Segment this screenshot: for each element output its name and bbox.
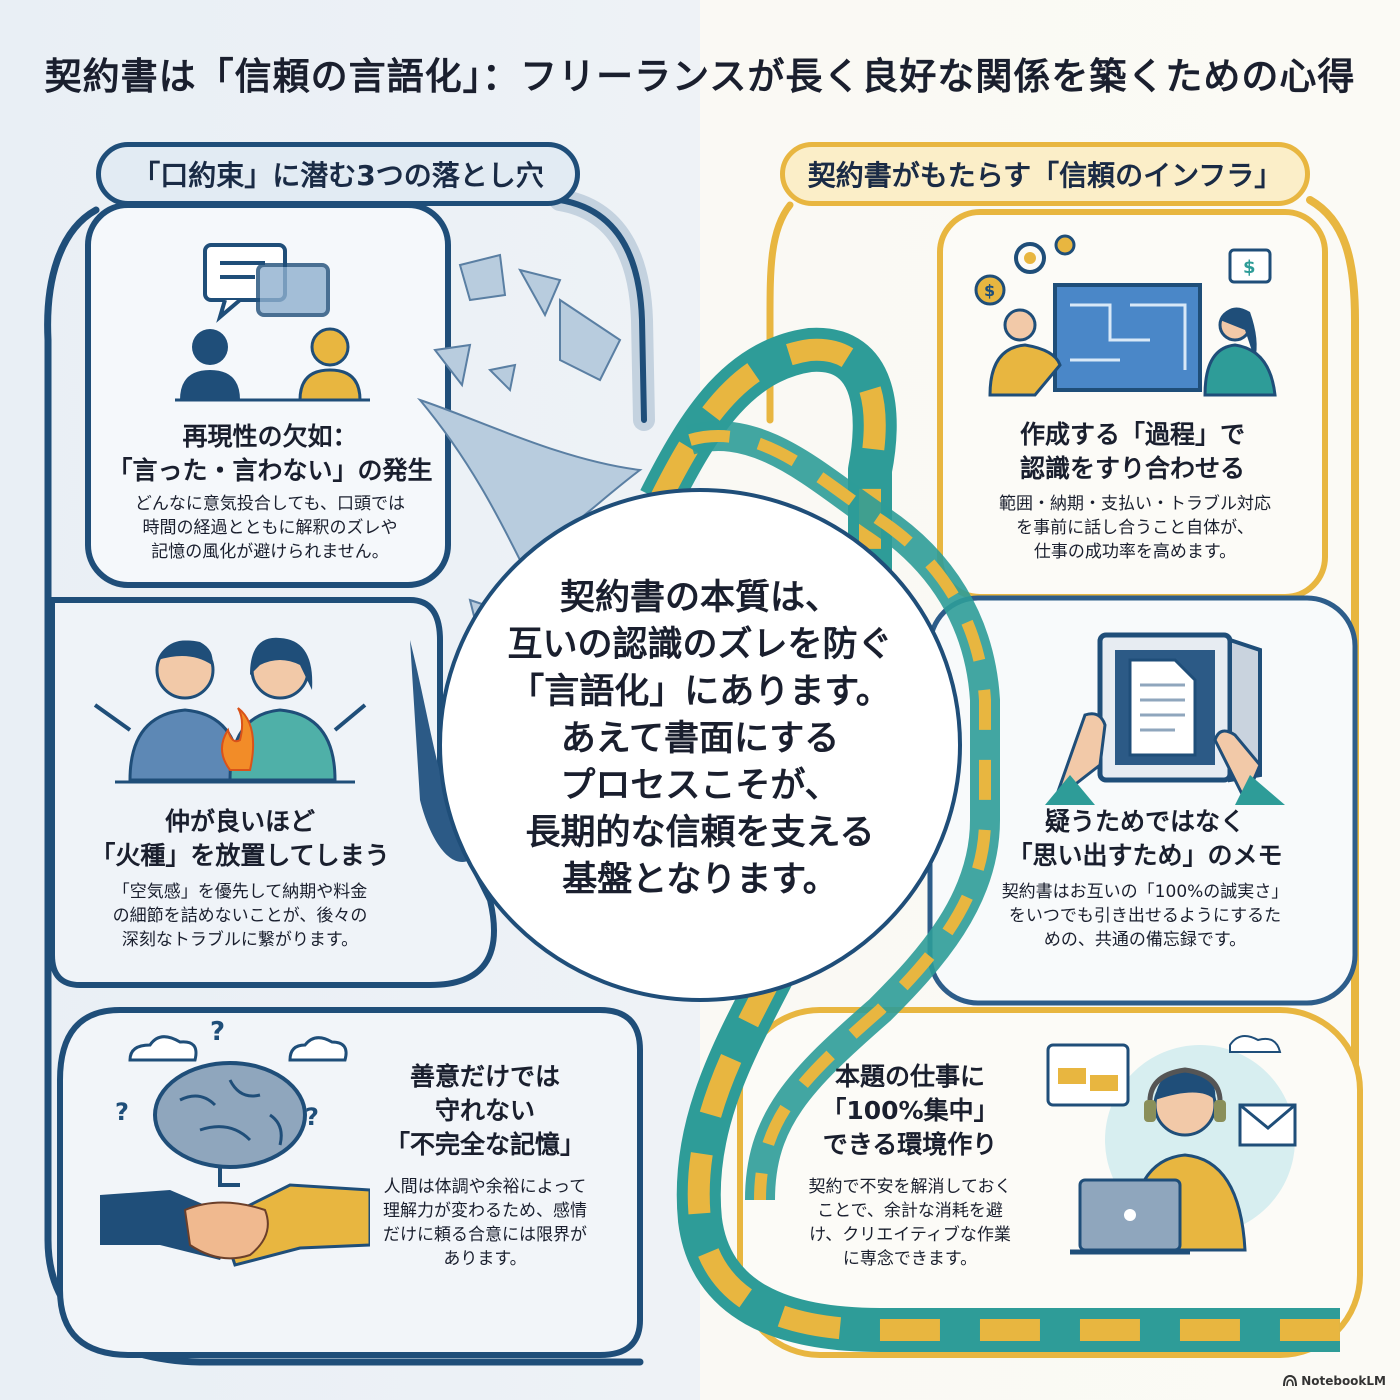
right-item-1-body: 範囲・納期・支払い・トラブル対応 を事前に話し合うこと自体が、 仕事の成功率を高… (955, 492, 1315, 564)
center-line-5: プロセスこそが、 (560, 766, 840, 806)
right-item-1-body-line-2: を事前に話し合うこと自体が、 (1016, 518, 1254, 538)
left-item-2-body-line-1: 「空気感」を優先して納期や料金 (112, 882, 368, 902)
right-item-1-body-line-3: 仕事の成功率を高めます。 (1033, 542, 1237, 562)
notebooklm-logo-icon (1283, 1375, 1298, 1387)
right-item-2-title: 疑うためではなく 「思い出すため」のメモ (960, 805, 1330, 873)
right-item-3-body-line-4: に専念できます。 (842, 1249, 978, 1269)
speech-bubble-cracking-icon (175, 243, 370, 402)
brand-watermark: NotebookLM (1283, 1374, 1386, 1388)
left-item-1-body: どんなに意気投合しても、口頭では 時間の経過とともに解釈のズレや 記憶の風化が避… (100, 492, 440, 564)
right-item-2-body-line-2: をいつでも引き出せるようにするた (1008, 906, 1282, 926)
center-message: 契約書の本質は、 互いの認識のズレを防ぐ 「言語化」にあります。 あえて書面にす… (460, 575, 940, 904)
svg-text:?: ? (305, 1103, 319, 1131)
left-item-2-title-line-1: 仲が良いほど (164, 807, 315, 836)
right-item-1-body-line-1: 範囲・納期・支払い・トラブル対応 (999, 494, 1271, 514)
center-line-1: 契約書の本質は、 (559, 578, 840, 618)
left-item-2-body: 「空気感」を優先して納期や料金 の細節を詰めないことが、後々の 深刻なトラブルに… (70, 880, 410, 952)
left-item-1-body-line-1: どんなに意気投合しても、口頭では (134, 494, 406, 514)
center-circle (438, 488, 962, 1002)
left-item-2-body-line-2: の細節を詰めないことが、後々の (112, 906, 368, 926)
left-item-3-title-line-1: 善意だけでは (409, 1062, 560, 1091)
left-item-3-body: 人間は体調や余裕によって 理解力が変わるため、感情 だけに頼る合意には限界が あ… (350, 1175, 620, 1271)
left-item-1-title-line-2: 「言った・言わない」の発生 (107, 456, 433, 485)
right-item-1-title-line-1: 作成する「過程」で (1019, 420, 1245, 449)
right-item-3-body: 契約で不安を解消しておく ことで、余計な消耗を避 け、クリエイティブな作業 に専… (780, 1175, 1040, 1271)
left-section-header: 「口約束」に潜む3つの落とし穴 (96, 142, 580, 206)
left-item-3-title-line-2: 守れない (434, 1096, 535, 1125)
left-item-1-body-line-2: 時間の経過とともに解釈のズレや (142, 518, 398, 538)
right-item-3-body-line-2: ことで、余計な消耗を避 (817, 1201, 1003, 1221)
right-item-3-body-line-3: け、クリエイティブな作業 (809, 1225, 1011, 1245)
left-item-3-body-line-3: だけに頼る合意には限界が (383, 1225, 587, 1245)
left-panel-2 (49, 597, 497, 988)
left-item-3-body-line-4: あります。 (443, 1249, 527, 1269)
couple-with-fire-icon (93, 637, 367, 784)
right-item-2-body: 契約書はお互いの「100%の誠実さ」 をいつでも引き出せるようにするた めの、共… (960, 880, 1330, 952)
left-item-3-title-line-3: 「不完全な記憶」 (384, 1130, 585, 1159)
left-item-1-title-line-1: 再現性の欠如： (182, 422, 358, 451)
right-item-3-title-line-2: 「100%集中」 (821, 1096, 999, 1125)
right-item-1-title-line-2: 認識をすり合わせる (1019, 454, 1245, 483)
center-line-6: 長期的な信頼を支える (525, 813, 875, 853)
right-item-2-body-line-1: 契約書はお互いの「100%の誠実さ」 (1001, 882, 1289, 902)
right-item-1-title: 作成する「過程」で 認識をすり合わせる (960, 418, 1305, 486)
center-line-4: あえて書面にする (560, 719, 840, 759)
svg-text:?: ? (210, 1020, 225, 1047)
left-item-2-body-line-3: 深刻なトラブルに繋がります。 (121, 930, 359, 950)
brand-name: NotebookLM (1301, 1374, 1386, 1388)
right-item-3-title: 本題の仕事に 「100%集中」 できる環境作り (790, 1060, 1030, 1162)
svg-text:$: $ (984, 281, 995, 300)
left-item-3-title: 善意だけでは 守れない 「不完全な記憶」 (365, 1060, 605, 1162)
svg-text:$: $ (1243, 257, 1256, 278)
focused-worker-laptop-icon (1046, 1035, 1297, 1255)
brain-handshake-icon: ? ? ? (100, 1020, 370, 1267)
right-section-header: 契約書がもたらす「信頼のインフラ」 (780, 142, 1310, 206)
tablet-vault-document-icon (1045, 632, 1285, 805)
right-item-2-title-line-1: 疑うためではなく (1044, 807, 1245, 836)
center-line-3: 「言語化」にあります。 (509, 672, 891, 712)
right-item-3-title-line-1: 本題の仕事に (834, 1062, 985, 1091)
right-item-2-title-line-2: 「思い出すため」のメモ (1007, 841, 1283, 870)
left-item-3-body-line-2: 理解力が変わるため、感情 (383, 1201, 587, 1221)
left-item-1-title: 再現性の欠如： 「言った・言わない」の発生 (100, 420, 440, 488)
left-item-1-body-line-3: 記憶の風化が避けられません。 (151, 542, 389, 562)
fragments (410, 253, 643, 862)
left-item-3-body-line-1: 人間は体調や余裕によって (383, 1177, 587, 1197)
right-item-2-body-line-3: めの、共通の備忘録です。 (1043, 930, 1247, 950)
svg-text:?: ? (115, 1098, 129, 1126)
team-blueprint-icon: $ $ (974, 234, 1277, 397)
left-item-2-title: 仲が良いほど 「火種」を放置してしまう (70, 805, 410, 873)
page-title: 契約書は「信頼の言語化」：フリーランスが長く良好な関係を築くための心得 (44, 55, 1356, 98)
right-item-3-body-line-1: 契約で不安を解消しておく (808, 1177, 1012, 1197)
left-item-2-title-line-2: 「火種」を放置してしまう (90, 841, 390, 870)
center-line-2: 互いの認識のズレを防ぐ (507, 625, 893, 665)
right-item-3-title-line-3: できる環境作り (822, 1130, 998, 1159)
center-line-7: 基盤となります。 (562, 860, 838, 900)
